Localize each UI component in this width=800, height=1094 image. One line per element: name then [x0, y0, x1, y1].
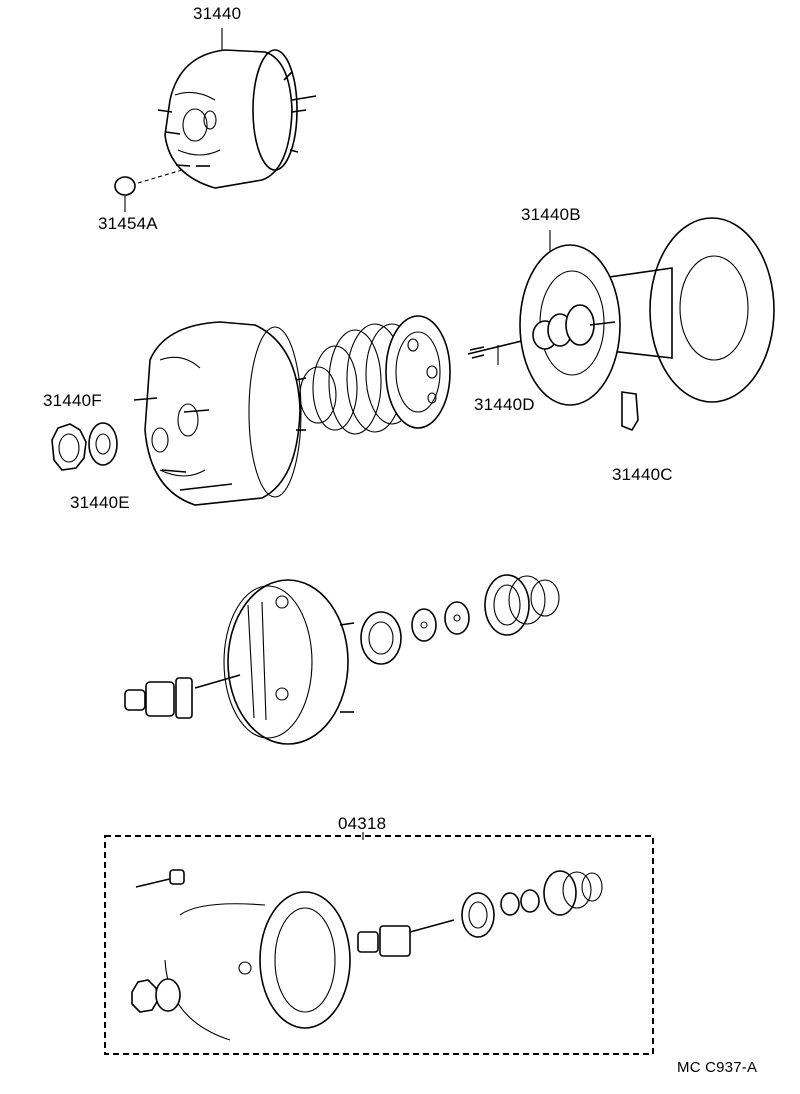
rear-shell-exploded [223, 579, 355, 745]
label-rear-shell-kit: 31440B [521, 205, 581, 224]
overhaul-kit-box [104, 832, 654, 1055]
booster-front-shell [133, 321, 307, 506]
label-seal-e: 31440E [70, 493, 130, 512]
label-clip-c: 31440C [612, 465, 673, 484]
label-overhaul-kit: 04318 [338, 814, 387, 833]
diaphragm-plate [385, 315, 451, 429]
booster-assembly-top [114, 28, 317, 212]
label-push-rod-d: 31440D [474, 395, 535, 414]
overhaul-kit-parts [131, 869, 603, 1041]
valve-body-parts [124, 574, 560, 719]
front-seal-and-retainer [51, 422, 118, 471]
label-check-valve-grommet: 31454A [98, 214, 158, 233]
rear-shell-assembly [519, 217, 775, 431]
label-booster-assy: 31440 [193, 4, 242, 23]
diagram-code: MC C937-A [677, 1059, 758, 1076]
label-retainer-f: 31440F [43, 391, 102, 410]
